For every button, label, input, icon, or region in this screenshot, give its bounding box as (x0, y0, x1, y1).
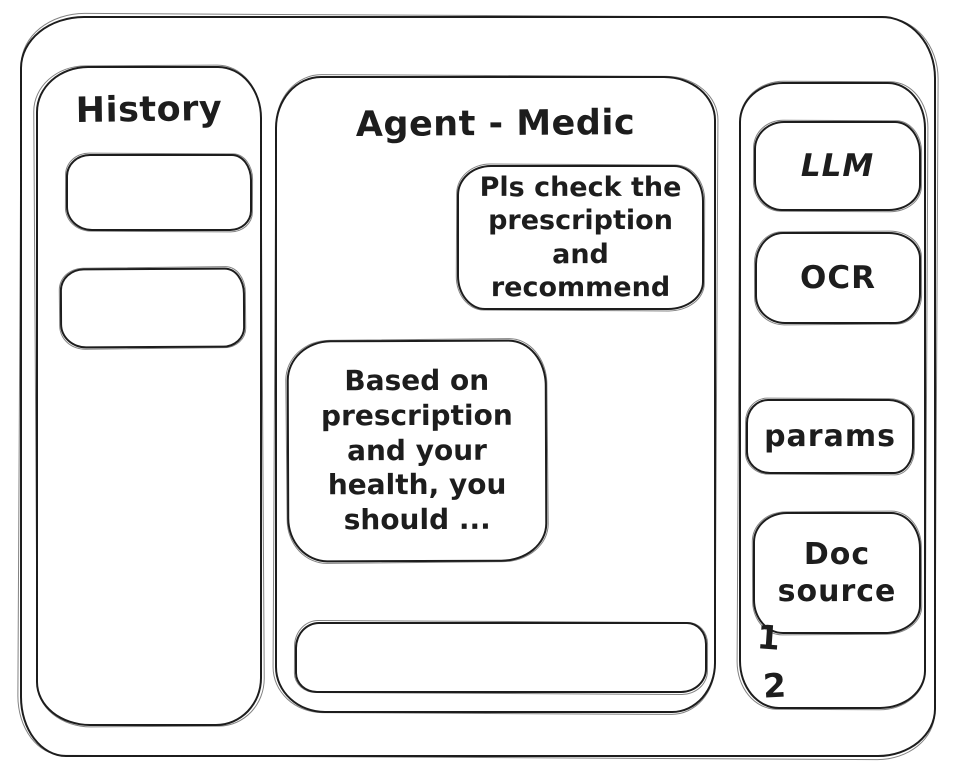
chat-panel: Agent - Medic Pls check the prescription… (275, 76, 716, 713)
assistant-message-bubble: Based on prescription and your health, y… (286, 339, 548, 563)
history-item[interactable] (66, 154, 252, 231)
message-input-box[interactable] (295, 622, 707, 693)
user-message-bubble: Pls check the prescription and recommend (457, 165, 704, 310)
history-item[interactable] (59, 267, 246, 349)
history-title: History (75, 88, 223, 132)
tools-panel: LLM OCR params Doc source 1 2 (739, 82, 926, 709)
history-panel: History (36, 66, 262, 726)
chat-title: Agent - Medic (355, 103, 636, 145)
llm-button[interactable]: LLM (754, 121, 921, 211)
app-window-frame: History Agent - Medic Pls check the pres… (20, 16, 936, 757)
params-button[interactable]: params (746, 399, 914, 474)
doc-source-item-1[interactable]: 1 (755, 617, 782, 658)
ocr-button[interactable]: OCR (755, 232, 921, 324)
doc-source-item-2[interactable]: 2 (761, 665, 787, 706)
doc-source-button[interactable]: Doc source (753, 512, 921, 634)
